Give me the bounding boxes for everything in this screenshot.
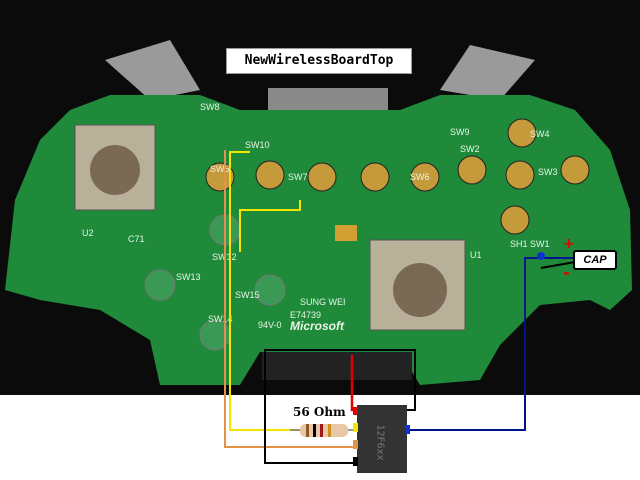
label-sw10: SW10	[245, 140, 270, 150]
label-sw5: SW5	[210, 164, 230, 174]
diagram-title: NewWirelessBoardTop	[226, 48, 412, 74]
label-sh1: SH1	[510, 239, 528, 249]
resistor-label: 56 Ohm	[293, 405, 346, 419]
pic-chip	[357, 405, 407, 473]
resistor-band	[320, 424, 323, 437]
blue-wire	[405, 257, 575, 431]
chip-pin	[353, 440, 358, 449]
resistor	[300, 424, 348, 437]
label-ul: E74739	[290, 310, 321, 320]
label-sw9: SW9	[450, 127, 470, 137]
chip-pin	[353, 423, 358, 432]
black-wire	[264, 349, 416, 464]
label-sw3: SW3	[538, 167, 558, 177]
chip-pin	[405, 425, 410, 434]
cap-minus-sign: -	[563, 263, 570, 282]
cap-lead-minus	[540, 261, 576, 269]
resistor-band	[306, 424, 309, 437]
label-maker: SUNG WEI	[300, 297, 346, 307]
label-sw14: SW14	[208, 314, 233, 324]
label-sw1: SW1	[530, 239, 550, 249]
capacitor-component	[335, 225, 357, 241]
chip-pin	[353, 407, 358, 415]
label-u1: U1	[470, 250, 482, 260]
label-sw8: SW8	[200, 102, 220, 112]
orange-wire	[224, 150, 355, 448]
label-u2: U2	[82, 228, 94, 238]
cap-label: CAP	[573, 250, 617, 270]
chip-pin	[353, 457, 358, 466]
label-c71: C71	[128, 234, 145, 244]
label-sw6: SW6	[410, 172, 430, 182]
label-rating: 94V-0	[258, 320, 282, 330]
label-brand: Microsoft	[290, 319, 345, 333]
right-stick-knob	[393, 263, 447, 317]
label-sw4: SW4	[530, 129, 550, 139]
chip-label: 12F6xx	[374, 424, 386, 461]
membrane-pads	[144, 214, 286, 351]
yellow-wire-2	[239, 200, 301, 252]
label-sw15: SW15	[235, 290, 260, 300]
label-sw7: SW7	[288, 172, 308, 182]
left-trigger	[105, 40, 200, 100]
right-trigger	[440, 45, 535, 100]
resistor-band	[313, 424, 316, 437]
blue-junction	[537, 252, 545, 260]
button-pads	[205, 118, 590, 235]
cap-plus-sign: +	[563, 236, 575, 252]
bottom-connector	[262, 352, 412, 380]
left-stick-knob	[90, 145, 140, 195]
label-sw13: SW13	[176, 272, 201, 282]
label-sw2: SW2	[460, 144, 480, 154]
resistor-band	[328, 424, 331, 437]
